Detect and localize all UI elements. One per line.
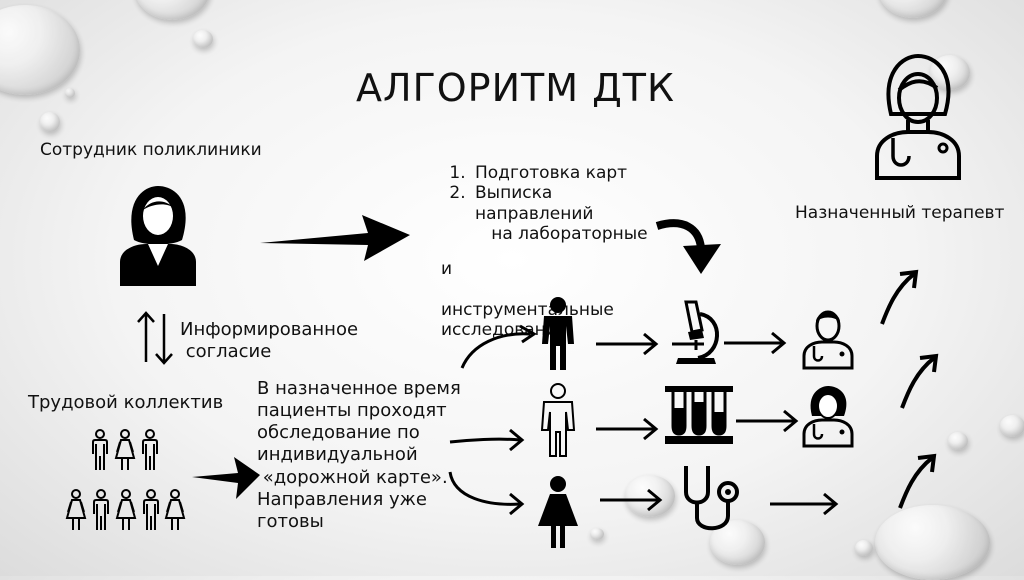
woman-icon [538, 476, 578, 548]
stethoscope-icon [684, 466, 739, 531]
curved-arrow-icon [448, 471, 525, 516]
page-title: АЛГОРИТМ ДТК [356, 66, 675, 110]
arrow-right-icon [600, 488, 663, 512]
work-collective-label: Трудовой коллектив [28, 392, 224, 413]
curved-arrow-icon [460, 324, 537, 369]
step-2: Выписка направлений на лабораторные [471, 183, 648, 244]
step3-description: В назначенное время пациенты проходят об… [257, 378, 461, 532]
big-arrow-icon [260, 215, 410, 261]
steps-continuation: и инструментальные исследования [441, 259, 614, 341]
curved-arrow-down-icon [655, 219, 721, 274]
water-drop [855, 540, 873, 556]
step-1: Подготовка карт [471, 163, 648, 183]
man-outline-icon [540, 383, 576, 457]
water-drop [878, 0, 948, 18]
male-doctor-icon [802, 310, 854, 370]
swap-arrows-icon [137, 311, 173, 365]
arrow-up-right-icon [880, 269, 919, 325]
water-drop [590, 528, 604, 540]
arrow-right-icon [596, 332, 659, 356]
arrow-up-right-icon [898, 453, 937, 509]
clinic-staff-label: Сотрудник поликлиники [40, 140, 262, 160]
female-doctor-icon [875, 53, 961, 180]
curved-arrow-icon [449, 428, 525, 452]
water-drop [948, 432, 968, 450]
steps-list: Подготовка карт Выписка направлений на л… [441, 163, 648, 245]
assigned-therapist-label: Назначенный терапевт [795, 203, 1005, 223]
female-doctor-icon [802, 386, 854, 448]
water-drop [1000, 415, 1024, 437]
water-drop [0, 5, 80, 95]
microscope-icon [672, 300, 719, 364]
water-drop [193, 30, 213, 48]
informed-consent-label: Информированное согласие [180, 319, 359, 362]
arrow-right-icon [736, 409, 799, 433]
test-tubes-icon [665, 386, 733, 444]
people-group-icon [66, 429, 185, 531]
water-drop [40, 112, 60, 132]
water-drop [875, 505, 990, 580]
arrow-right-icon [770, 492, 839, 516]
man-icon [542, 297, 574, 370]
arrow-right-icon [724, 331, 787, 355]
arrow-right-icon [596, 417, 659, 441]
arrow-right-icon [192, 457, 260, 499]
water-drop [135, 0, 210, 20]
water-drop [65, 88, 75, 98]
woman-icon [120, 186, 196, 286]
arrow-up-right-icon [900, 353, 939, 409]
